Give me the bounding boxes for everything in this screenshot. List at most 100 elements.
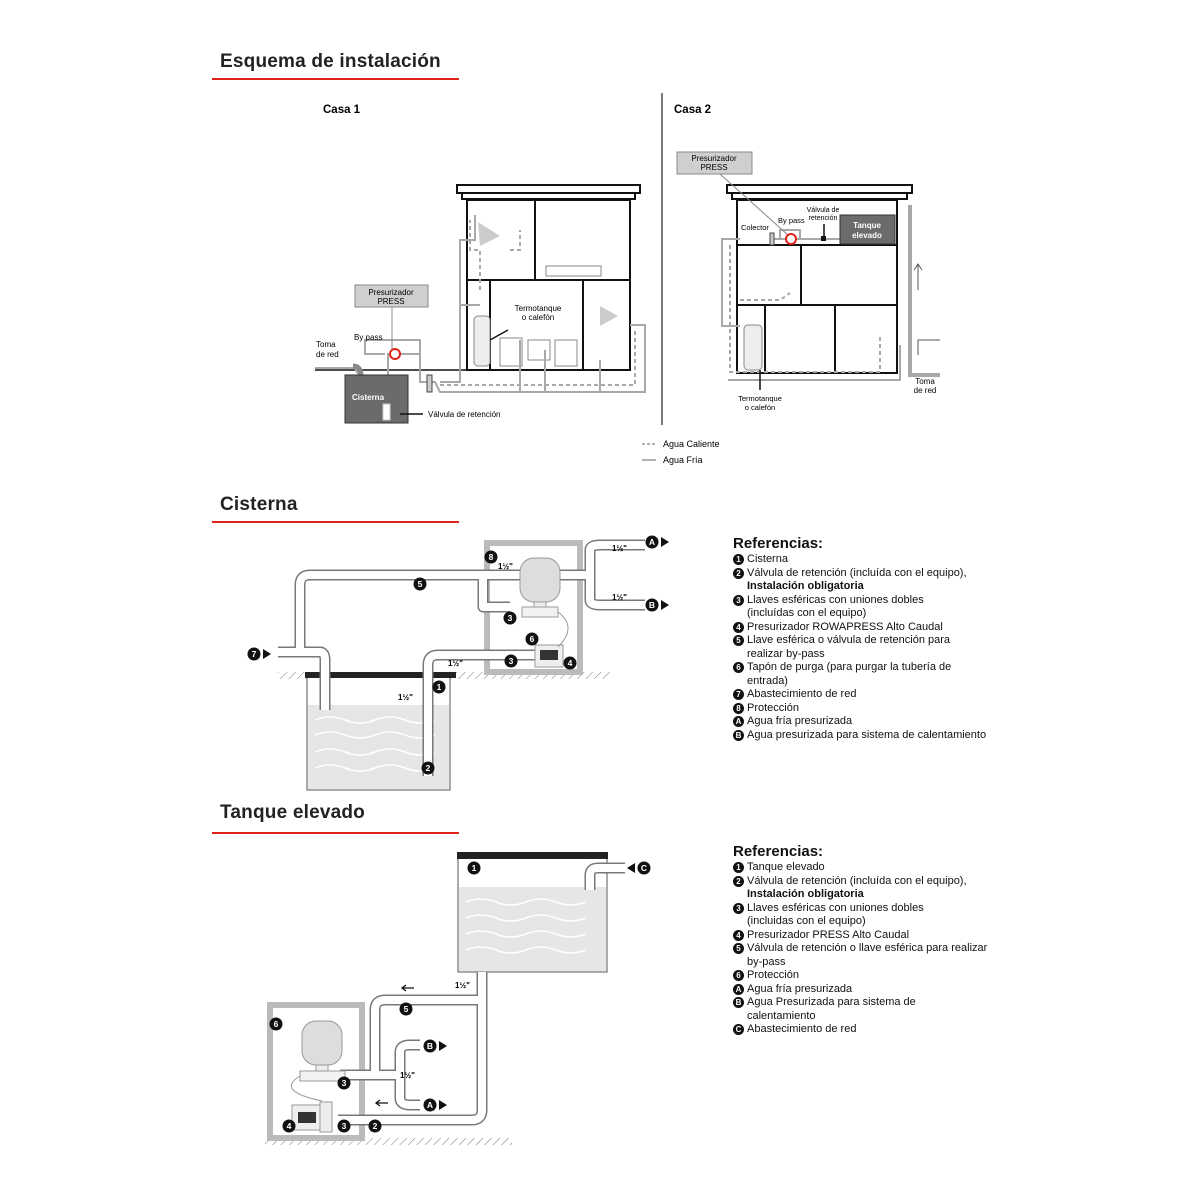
presurizador-label: Presurizador [368,288,414,297]
callout-marker [503,611,517,625]
termotanque-label: o calefón [522,313,554,322]
termotanque-icon [743,324,763,371]
toma-label: de red [316,350,339,359]
leader-line [719,173,789,236]
reference-marker: 1 [733,554,744,565]
reference-marker: B [733,997,744,1008]
presurizador-box [676,151,753,175]
reference-text: calentamiento [747,1009,816,1022]
cisterna-diagram [278,539,645,791]
colector-icon [769,232,775,246]
title-underline [212,521,459,523]
callout-marker [399,1002,413,1016]
callout-marker [247,647,261,661]
cisterna-tank [344,374,409,424]
callout-marker [421,761,435,775]
valvula-label: Válvula de retención [428,410,501,419]
reference-text: Abastecimiento de red [747,1023,857,1035]
callout-label: 7 [252,649,257,659]
reference-marker: 2 [733,567,744,579]
termotanque-label: o calefón [745,403,775,412]
callout-label: A [427,1100,433,1110]
reference-text: (incluidas con el equipo) [747,915,866,927]
callout-marker [423,1098,437,1112]
colector-label: Colector [741,223,769,232]
legend-hot-label: Agua Caliente [663,439,720,449]
reference-text: Presurizador ROWAPRESS Alto Caudal [747,620,943,633]
tanque-label: elevado [852,231,882,240]
casa1-title: Casa 1 [323,104,361,116]
callout-label: 4 [568,658,573,668]
references-title: Referencias: [733,843,824,860]
reference-marker: 5 [733,943,744,954]
reference-text: Cisterna [747,553,788,565]
reference-text: Llaves esféricas con uniones dobles [747,901,924,914]
reference-text: Agua presurizada para sistema de calenta… [747,728,987,741]
reference-text: realizar by-pass [747,647,825,660]
callout-label: 3 [342,1078,347,1088]
casa1-house [315,184,641,371]
casa2-pipes [721,205,940,381]
reference-note: Instalación obligatoria [747,888,864,900]
callout-label: 6 [274,1019,279,1029]
reference-marker: 2 [733,875,744,887]
arrow-up-icon [913,263,940,355]
reference-text: Abastecimiento de red [747,688,857,700]
section-title-installation: Esquema de instalación [220,51,441,72]
reference-text: Agua fría presurizada [747,982,853,995]
reference-marker: A [733,983,744,995]
callout-marker [484,550,498,564]
section-title-cisterna: Cisterna [220,494,298,515]
reference-text: Válvula de retención (incluída con el eq… [747,874,967,887]
callout-label: 2 [373,1121,378,1131]
tanque-label: Tanque [853,221,881,230]
check-valve-icon [426,374,433,393]
callout-label: 2 [426,763,431,773]
toma-label: de red [914,386,937,395]
arrow-icon [489,329,509,341]
tanque-diagram [265,852,625,1145]
callout-marker [282,1119,296,1133]
callout-marker [563,656,577,670]
callout-label: 3 [342,1121,347,1131]
callout-marker [645,598,659,612]
flow-arrow-icon [439,1041,447,1051]
callout-marker [637,861,651,875]
callout-marker [337,1076,351,1090]
reference-text: Llave esférica o válvula de retención pa… [747,634,951,646]
pipe-size-label: 1½" [448,659,463,668]
pump-icon [785,233,797,245]
cisterna-label: Cisterna [352,393,385,402]
section-title-tanque: Tanque elevado [220,802,365,823]
pipe-size-label: 1½" [400,1071,415,1080]
title-underline [212,832,459,834]
reference-marker: 5 [733,635,744,646]
callout-marker [645,535,659,549]
reference-marker: C [733,1024,744,1035]
termotanque-label: Termotanque [515,304,562,313]
pipe-size-label: 1½" [612,544,627,553]
tanque-elevado-box [839,214,896,245]
valvula-label: retención [809,215,838,222]
pipe-size-label: 1½" [498,562,513,571]
casa2-title: Casa 2 [674,104,711,116]
toma-label: Toma [915,377,935,386]
callout-label: C [641,863,647,873]
legend-cold-label: Agua Fría [663,455,703,465]
